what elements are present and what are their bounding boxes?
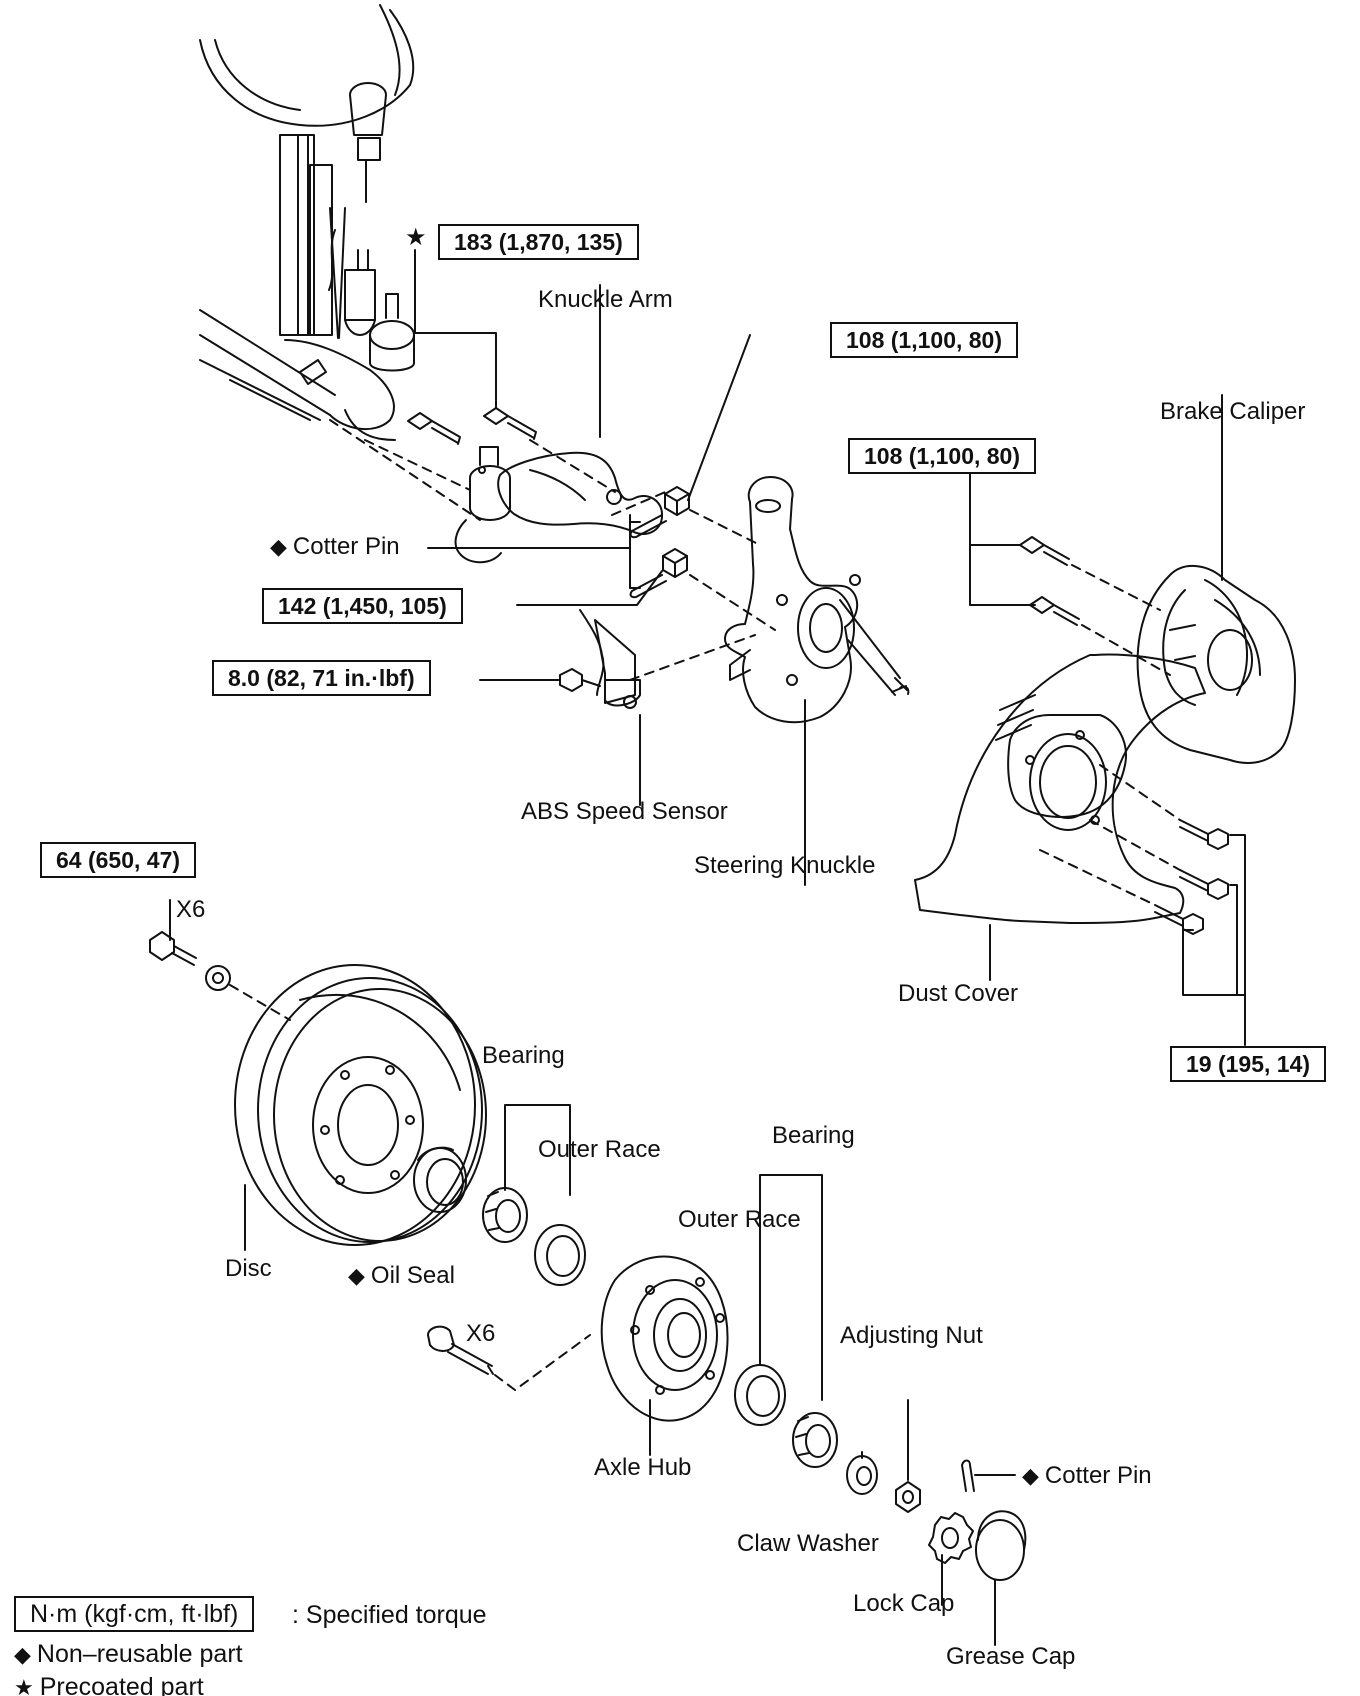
hub-dashed-line [494,1334,591,1391]
label-x6-disc: X6 [176,896,206,923]
label-dust-cover: Dust Cover [898,980,1019,1007]
label-grease-cap: Grease Cap [946,1643,1076,1670]
abs-speed-sensor-drawing [479,609,641,806]
inner-bearing-drawing [482,1104,571,1243]
torque-knuckle-arm-nut: 108 (1,100, 80) [830,322,1019,358]
knuckle-arm-bolts-drawing [407,249,601,445]
legend-unit-box: N·m (kgf·cm, ft·lbf) [14,1596,255,1632]
torque-abs-sensor-bolt: 8.0 (82, 71 in.·lbf) [212,660,431,696]
upper-suspension-drawing [199,4,415,441]
cotter-pins-upper-drawing [427,514,667,599]
outer-bearing-drawing [792,1412,838,1468]
non-reusable-diamond-mark: ◆ [1022,1463,1039,1488]
legend-unit-text: : Specified torque [292,1601,487,1629]
torque-disc-bolt: 64 (650, 47) [40,842,197,878]
label-adjusting-nut: Adjusting Nut [840,1322,983,1349]
cotter-pin-lower-drawing [961,1459,1016,1492]
label-outer-race-outer: Outer Race [678,1206,801,1233]
legend-non-reusable: ◆Non–reusable part [14,1640,243,1668]
label-steering-knuckle: Steering Knuckle [694,852,876,879]
adjusting-nut-drawing [895,1399,921,1513]
label-cotter-pin-upper: ◆Cotter Pin [270,533,400,560]
legend-precoated: ★Precoated part [14,1673,204,1696]
caliper-dashed-lines [1071,564,1171,676]
torque-caliper-bolt: 108 (1,100, 80) [848,438,1037,474]
tie-rod-end-drawing [454,446,511,564]
torque-dust-cover-bolt: 19 (195, 14) [1170,1046,1327,1082]
label-x6-hub: X6 [466,1320,496,1347]
brake-caliper-drawing [1136,394,1296,764]
label-bearing-inner: Bearing [482,1042,565,1069]
torque-knuckle-arm-bolt: 183 (1,870, 135) [438,224,639,260]
non-reusable-diamond-mark: ◆ [270,534,287,559]
caliper-bolts-drawing [969,469,1080,626]
label-knuckle-arm: Knuckle Arm [538,286,673,313]
label-oil-seal: ◆Oil Seal [348,1262,455,1289]
dust-cover-drawing [914,653,1206,981]
disc-bolt-drawing [149,899,231,991]
axle-hub-drawing [600,1255,729,1456]
label-bearing-outer: Bearing [772,1122,855,1149]
claw-washer-drawing [846,1451,878,1495]
disc-rotor-drawing [234,964,487,1251]
dust-cover-dashed-lines [1039,764,1181,906]
label-abs-speed-sensor: ABS Speed Sensor [521,798,728,825]
inner-outer-race-drawing [534,1224,586,1286]
label-disc: Disc [225,1255,272,1282]
grease-cap-drawing [975,1510,1027,1646]
dust-cover-bolts-drawing [1154,819,1246,1046]
label-claw-washer: Claw Washer [737,1530,879,1557]
castle-nuts-drawing [516,334,751,606]
label-lock-cap: Lock Cap [853,1590,955,1617]
label-outer-race-inner: Outer Race [538,1136,661,1163]
lock-cap-drawing [928,1512,974,1606]
label-brake-caliper: Brake Caliper [1160,398,1306,425]
non-reusable-diamond-mark: ◆ [348,1263,365,1288]
hub-bolt-drawing [427,1325,494,1375]
oil-seal-drawing [413,1146,467,1213]
torque-tie-rod-nut: 142 (1,450, 105) [262,588,463,624]
disc-dashed-line [229,984,291,1021]
outer-outer-race-drawing [734,1174,823,1426]
precoated-star-mark: ★ [405,224,427,251]
label-cotter-pin-lower: ◆Cotter Pin [1022,1462,1152,1489]
label-axle-hub: Axle Hub [594,1454,692,1481]
upper-dashed-lines [329,419,776,681]
steering-knuckle-drawing [724,476,910,886]
